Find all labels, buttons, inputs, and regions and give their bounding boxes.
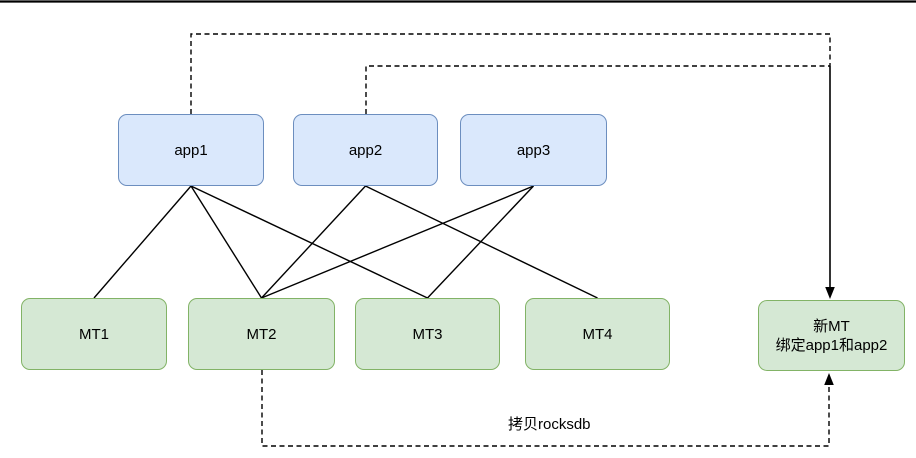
node-app2-label: app2 (348, 141, 383, 159)
edge-app1-mt2 (190, 185, 263, 299)
edge-app2-mt4 (365, 185, 598, 299)
node-new-mt-label-line1: 新MT (813, 317, 850, 335)
node-app2: app2 (293, 114, 438, 186)
edge-app1-mt1 (93, 185, 192, 299)
edge-app3-mt3 (426, 185, 535, 299)
edge-app1-mt3 (190, 185, 428, 299)
edge-app3-mt2 (261, 185, 534, 299)
node-app1-label: app1 (174, 141, 208, 159)
dashed-edge-app2-newmt (365, 65, 830, 114)
dashed-edge-mt2-newmt (261, 370, 830, 447)
arrowhead-into-newmt-top (825, 287, 835, 299)
node-mt4: MT4 (525, 298, 670, 370)
node-mt3-label: MT3 (412, 325, 443, 343)
node-app3: app3 (460, 114, 607, 186)
dashed-edge-app1-newmt (190, 33, 831, 114)
arrowhead-into-newmt-bottom (824, 373, 834, 385)
node-mt1: MT1 (21, 298, 167, 370)
node-app1: app1 (118, 114, 264, 186)
node-mt1-label: MT1 (79, 325, 109, 343)
node-new-mt: 新MT 绑定app1和app2 (758, 300, 905, 371)
copy-rocksdb-edge-label: 拷贝rocksdb (508, 416, 591, 433)
node-app3-label: app3 (516, 141, 551, 159)
node-mt2-label: MT2 (246, 325, 277, 343)
node-mt2: MT2 (188, 298, 335, 370)
edge-app2-mt2 (260, 185, 367, 299)
node-new-mt-label-line2: 绑定app1和app2 (775, 336, 888, 354)
node-mt4-label: MT4 (582, 325, 613, 343)
node-mt3: MT3 (355, 298, 500, 370)
